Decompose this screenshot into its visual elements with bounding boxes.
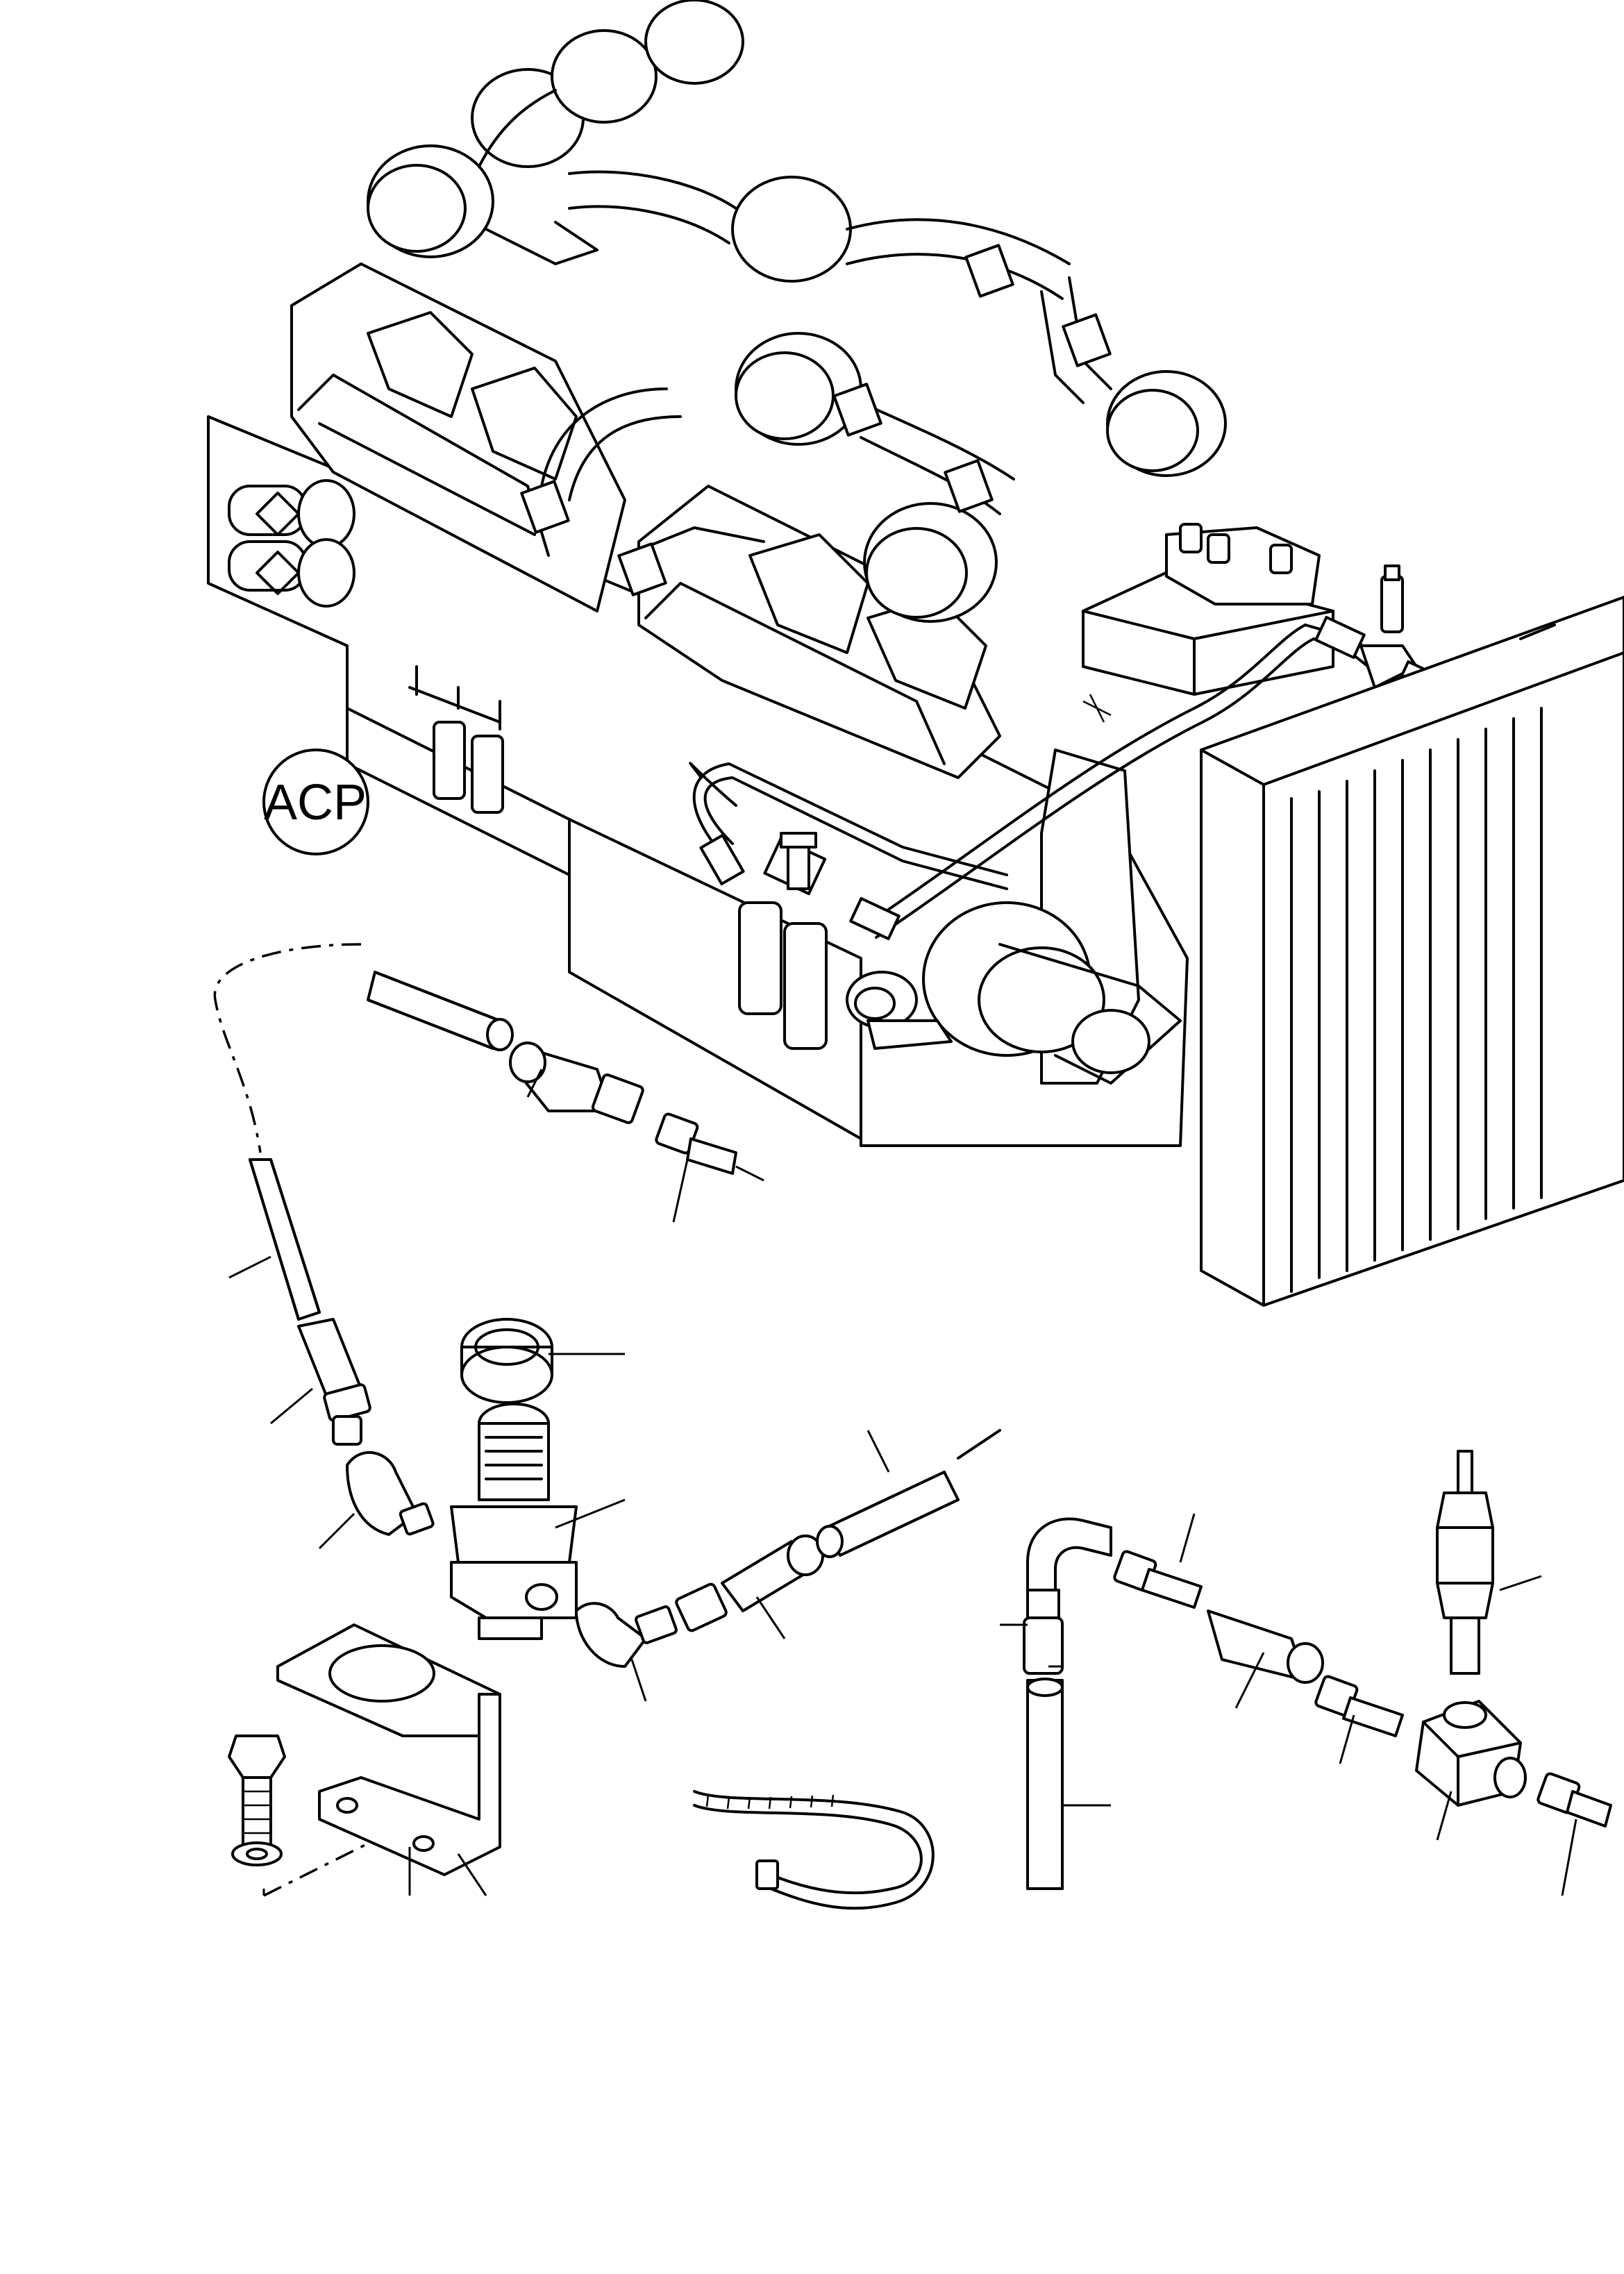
air-line-installed <box>689 565 1435 940</box>
aftercooler-box <box>1082 523 1334 696</box>
quick-coupler <box>1436 1450 1494 1675</box>
cable-tie <box>693 1790 935 1910</box>
dashed-connection-line <box>213 943 362 1153</box>
nipple-fitting-right <box>1113 1550 1203 1609</box>
adapter-fitting <box>1314 1675 1404 1737</box>
pipe-clamps <box>520 244 1112 596</box>
bolt-and-washer <box>228 1734 286 1866</box>
tee-fitting <box>1415 1700 1527 1807</box>
nipple-fitting-upper <box>655 1112 737 1175</box>
elbow-fitting-left <box>346 1451 435 1536</box>
hose-fitting-upper <box>509 1042 644 1124</box>
air-filter-regulator <box>450 1403 578 1640</box>
engine-assembly <box>207 0 1435 1147</box>
turbocharger-lower <box>731 176 1227 623</box>
mounting-bracket <box>276 1623 501 1876</box>
acp-callout: ACP <box>262 749 369 855</box>
callout-label: ACP <box>264 775 367 830</box>
hose-right <box>1026 1678 1064 1890</box>
callout-circle <box>262 749 369 855</box>
flywheel-housing <box>922 749 1182 1085</box>
hose-fitting-left <box>297 1318 371 1446</box>
hose-fitting-right <box>1023 1517 1112 1675</box>
fuel-filter-pair <box>408 665 504 814</box>
ring-nut <box>460 1318 553 1404</box>
radiator <box>1200 596 1624 1307</box>
hose-middle <box>816 1429 1001 1558</box>
hose-upper <box>367 971 514 1051</box>
leader-lines <box>228 1069 1577 1896</box>
side-filters <box>228 479 355 608</box>
dashed-bracket-line <box>263 1818 417 1897</box>
coolant-filters <box>738 901 953 1050</box>
check-valve <box>1207 1610 1324 1684</box>
hose-fitting-middle <box>675 1535 824 1632</box>
elbow-fitting-right <box>575 1602 678 1668</box>
hose-left <box>249 1158 321 1321</box>
turbocharger-upper <box>367 0 744 265</box>
nipple-fitting-tee <box>1537 1772 1612 1828</box>
